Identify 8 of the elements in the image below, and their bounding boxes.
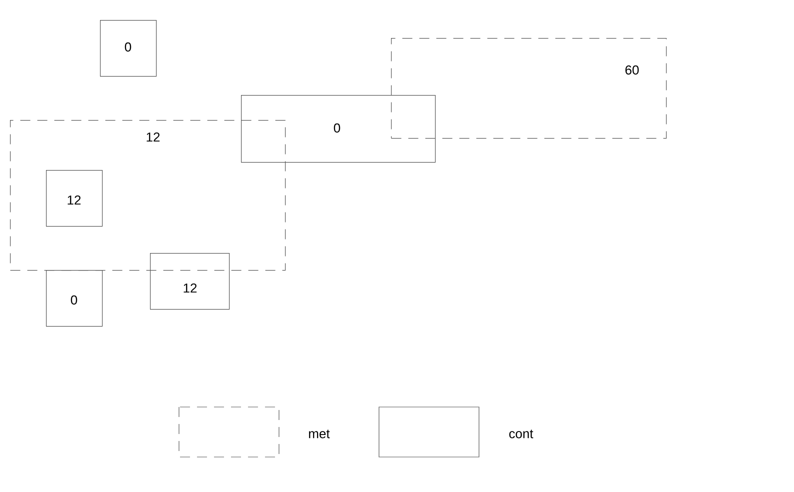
legend-label: met: [309, 430, 330, 438]
box: 0: [100, 20, 157, 77]
box: 0: [241, 95, 436, 163]
box: 12: [150, 253, 230, 310]
dashed-box: 60: [391, 38, 667, 139]
legend-label: cont: [509, 430, 534, 438]
box: 12: [46, 170, 103, 227]
box: 0: [46, 270, 103, 327]
